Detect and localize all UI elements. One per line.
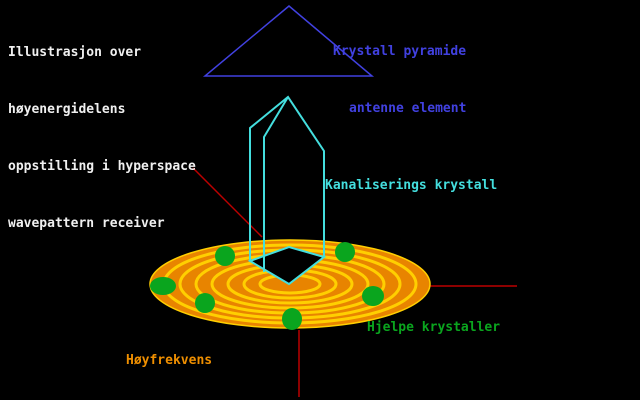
pyramid-label-line: Krystall pyramide <box>333 44 467 59</box>
title-line: oppstilling i hyperspace <box>8 159 196 174</box>
helper-crystals <box>150 242 384 330</box>
title-line: wavepattern receiver <box>8 216 165 231</box>
transformer-label-line: Høyfrekvens <box>126 353 213 368</box>
title-line: høyenergidelens <box>8 102 126 117</box>
coil-windings <box>162 243 418 325</box>
red-line-diagonal <box>192 167 263 238</box>
helper-crystal <box>150 277 176 295</box>
title-block: Illustrasjon over høyenergidelens oppsti… <box>8 5 196 271</box>
channeling-crystal-shape <box>247 95 327 286</box>
title-line: Illustrasjon over <box>8 45 142 60</box>
helper-crystal <box>362 286 384 306</box>
helper-crystal <box>335 242 355 262</box>
pyramid-label: Krystall pyramide antenne element <box>333 4 466 156</box>
helper-crystal <box>195 293 215 313</box>
channeling-crystal-label: Kanaliserings krystall <box>325 178 498 193</box>
helper-crystal <box>215 246 235 266</box>
helper-crystal <box>282 308 302 330</box>
helper-crystals-label: Hjelpe krystaller <box>367 320 501 335</box>
pyramid-label-line: antenne element <box>349 101 467 116</box>
pyramid-outline <box>202 5 375 77</box>
crystal-facet-edge <box>263 96 289 272</box>
transformer-label: Høyfrekvens transformator 1 plan 4 spole… <box>126 313 243 400</box>
